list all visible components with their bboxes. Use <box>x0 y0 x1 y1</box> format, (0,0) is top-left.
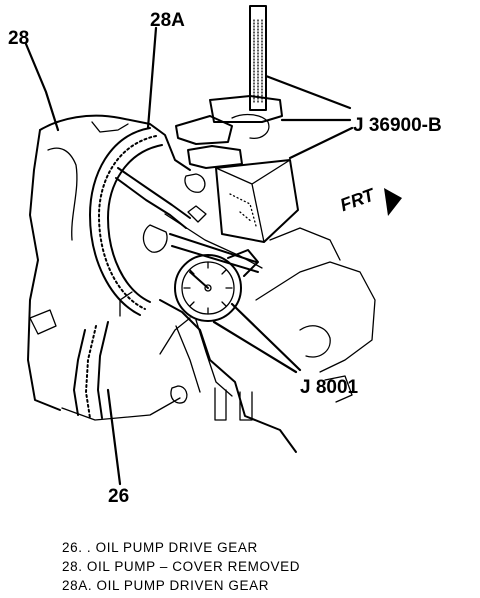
dial-indicator-j8001 <box>169 233 259 397</box>
callout-j8001: J 8001 <box>300 377 359 398</box>
callout-26: 26 <box>108 486 129 507</box>
legend-item-28: 28. OIL PUMP – COVER REMOVED <box>62 559 301 574</box>
legend-item-28a: 28A. OIL PUMP DRIVEN GEAR <box>62 578 270 593</box>
callout-j36900b: J 36900-B <box>353 115 442 136</box>
callout-28: 28 <box>8 28 29 49</box>
legend: 26. . OIL PUMP DRIVE GEAR 28. OIL PUMP –… <box>62 538 462 595</box>
fixture-j36900b <box>175 5 299 243</box>
drive-gear-26 <box>73 127 163 419</box>
driven-gear-28a <box>115 167 263 269</box>
frt-label: FRT <box>337 184 378 215</box>
legend-item-26: 26. . OIL PUMP DRIVE GEAR <box>62 540 258 555</box>
callout-28a: 28A <box>150 10 185 31</box>
engine-housing <box>27 114 376 453</box>
leader-lines <box>24 26 354 486</box>
front-arrow: FRT <box>337 184 402 216</box>
